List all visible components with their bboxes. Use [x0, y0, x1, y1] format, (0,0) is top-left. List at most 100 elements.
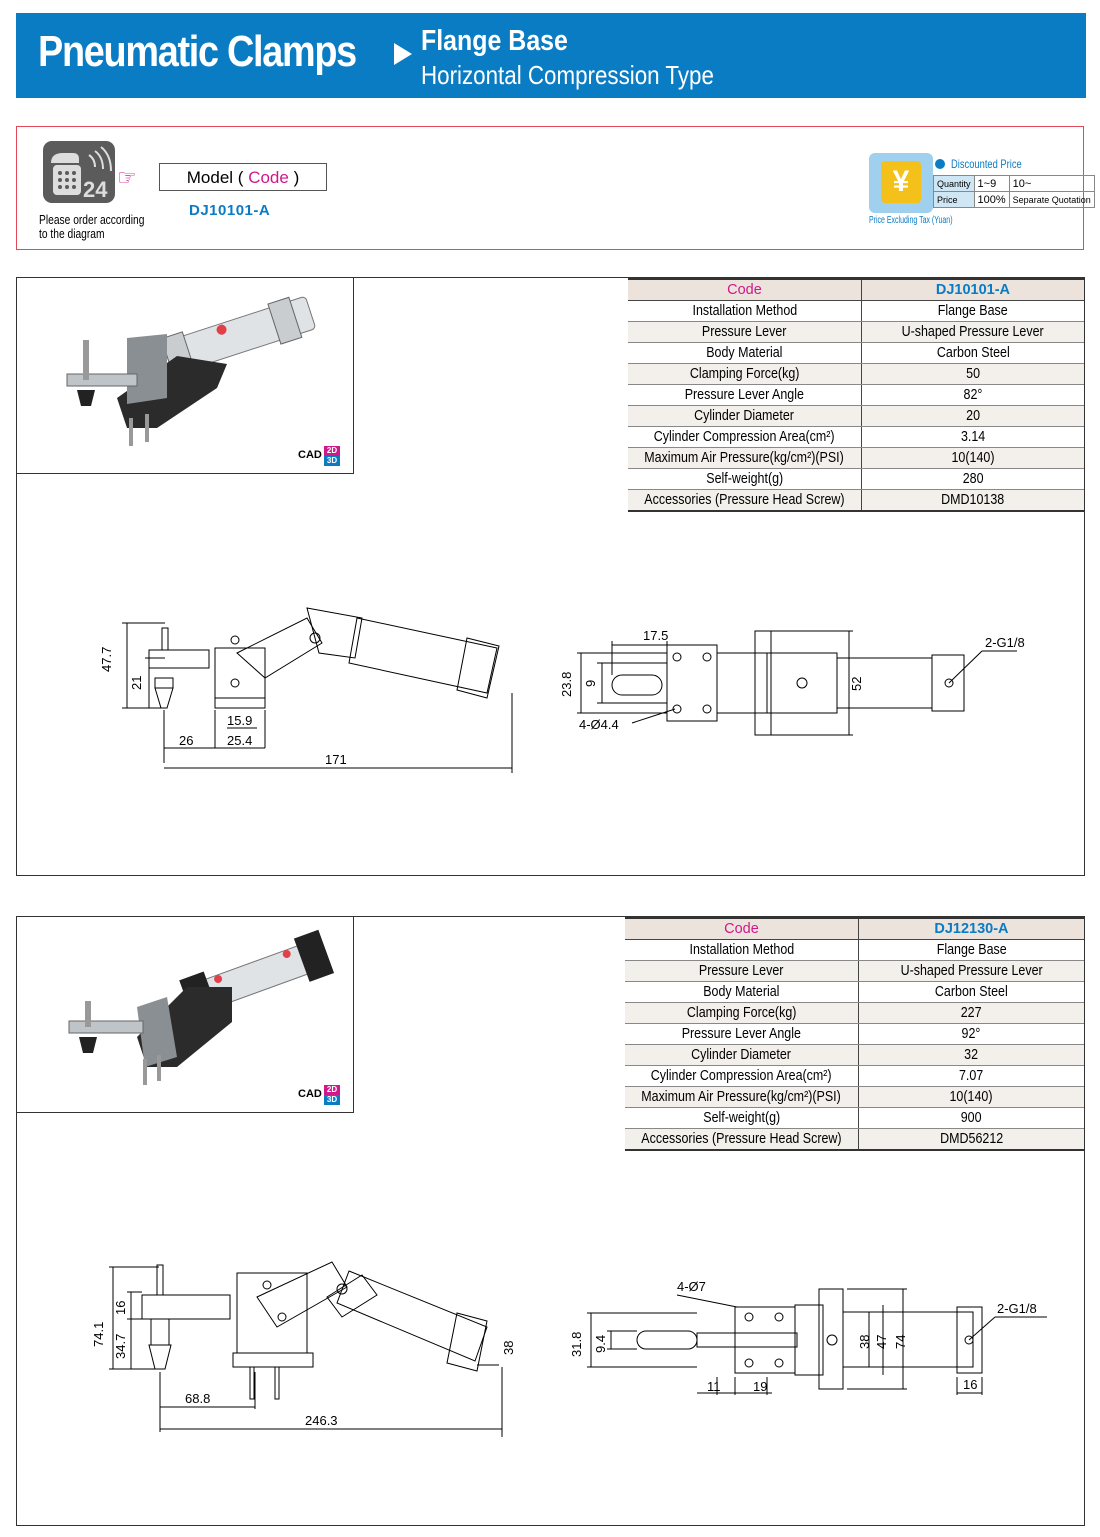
spec-value: U-shaped Pressure Lever [900, 963, 1043, 979]
spec-label: Clamping Force(kg) [686, 1005, 797, 1021]
cad-3d-label: 3D [324, 1095, 340, 1105]
price-label: Price [933, 191, 975, 208]
side-view-drawing-2: 74.1 16 34.7 68.8 38 246.3 [91, 1261, 516, 1437]
dim-label: 9.4 [593, 1335, 608, 1353]
order-note: Please order according to the diagram [39, 213, 144, 241]
spec-value: DMD10138 [941, 492, 1005, 508]
dim-label: 23.8 [559, 672, 574, 697]
page-subtitle-1: Flange Base [421, 25, 568, 57]
yen-symbol: ¥ [881, 161, 921, 203]
dim-label: 2-G1/8 [997, 1301, 1037, 1316]
dim-label: 15.9 [227, 713, 252, 728]
cad-badge-2[interactable]: CAD 2D 3D [298, 1085, 345, 1105]
side-view-drawing-1: 47.7 21 15.9 26 25.4 171 [99, 607, 513, 773]
triangle-arrow-icon [394, 43, 412, 65]
dim-label: 52 [849, 677, 864, 691]
spec-label: Cylinder Diameter [691, 1047, 792, 1063]
discount-label: Discounted Price [951, 157, 1022, 171]
spec-label: Body Material [706, 345, 783, 361]
spec-value: Carbon Steel [935, 984, 1008, 1000]
spec-label: Maximum Air Pressure(kg/cm²)(PSI) [644, 450, 845, 466]
spec-value: 10(140) [949, 1089, 993, 1105]
price-table: Quantity 1~9 10~ Price 100% Separate Quo… [933, 175, 1095, 208]
spec-label: Pressure Lever [702, 324, 787, 340]
dim-label: 16 [963, 1377, 977, 1392]
spec-value: Flange Base [936, 942, 1007, 958]
page-subtitle-2: Horizontal Compression Type [421, 60, 714, 90]
dim-label: 74.1 [91, 1322, 106, 1347]
dim-label: 47 [874, 1335, 889, 1349]
spec-label: Accessories (Pressure Head Screw) [641, 1131, 842, 1147]
page-title: Pneumatic Clamps [38, 27, 357, 76]
spec-value: Flange Base [937, 303, 1008, 319]
spec-value: 3.14 [960, 429, 986, 445]
spec-value: 20 [966, 408, 980, 424]
order-info-box: 24 Please order according to the diagram… [16, 126, 1095, 250]
quantity-label: Quantity [933, 175, 975, 192]
dim-label: 25.4 [227, 733, 252, 748]
dim-label: 68.8 [185, 1391, 210, 1406]
product-panel-1: CAD 2D 3D Code DJ10101-A Installation Me… [16, 277, 1085, 876]
spec-value: 92° [962, 1026, 981, 1042]
model-code-value: DJ10101-A [189, 202, 271, 219]
spec-header-code: DJ12130-A [857, 917, 1084, 940]
model-suffix: ) [293, 168, 300, 187]
spec-header-label: Code [628, 278, 862, 301]
spec-label: Maximum Air Pressure(kg/cm²)(PSI) [641, 1089, 842, 1105]
price-value-2: Separate Quotation [1008, 191, 1095, 208]
top-view-drawing-2: 4-Ø7 31.8 9.4 11 19 38 47 74 2-G1/8 16 [569, 1279, 1047, 1395]
phone-24-label: 24 [83, 177, 108, 202]
spec-label: Clamping Force(kg) [689, 366, 800, 382]
spec-label: Cylinder Diameter [694, 408, 795, 424]
spec-value: U-shaped Pressure Lever [901, 324, 1044, 340]
spec-label: Pressure Lever Angle [684, 387, 805, 403]
order-note-line2: to the diagram [39, 227, 105, 241]
dim-label: 26 [179, 733, 193, 748]
dim-label: 171 [325, 752, 347, 767]
cad-2d-label: 2D [324, 446, 340, 456]
dim-label: 4-Ø7 [677, 1279, 706, 1294]
page-header: Pneumatic Clamps Flange Base Horizontal … [16, 13, 1086, 98]
discount-dot-icon [935, 159, 945, 169]
cad-label: CAD [298, 1088, 322, 1100]
spec-label: Self-weight(g) [702, 1110, 780, 1126]
dim-label: 19 [753, 1379, 767, 1394]
spec-label: Installation Method [692, 303, 797, 319]
spec-label: Body Material [703, 984, 780, 1000]
spec-label: Accessories (Pressure Head Screw) [644, 492, 845, 508]
spec-label: Pressure Lever Angle [681, 1026, 802, 1042]
spec-value: 7.07 [959, 1068, 984, 1084]
top-view-drawing-1: 17.5 23.8 9 4-Ø4.4 52 2-G1/8 [559, 628, 1025, 736]
spec-label: Cylinder Compression Area(cm²) [651, 1068, 832, 1084]
product-panel-2: CAD 2D 3D Code DJ12130-A Installation Me… [16, 916, 1085, 1526]
dim-label: 4-Ø4.4 [579, 717, 619, 732]
quantity-range-1: 1~9 [973, 175, 1010, 192]
order-note-line1: Please order according [39, 213, 145, 227]
dim-label: 34.7 [113, 1334, 128, 1359]
cad-label: CAD [298, 449, 322, 461]
model-code-box: Model ( Code ) [159, 163, 327, 191]
product-photo-2: CAD 2D 3D [17, 917, 354, 1113]
spec-value: Carbon Steel [936, 345, 1010, 361]
spec-value: 227 [961, 1005, 982, 1021]
dim-label: 2-G1/8 [985, 635, 1025, 650]
dim-label: 17.5 [643, 628, 668, 643]
dim-label: 38 [501, 1341, 516, 1355]
dim-label: 31.8 [569, 1332, 584, 1357]
spec-label: Installation Method [689, 942, 794, 958]
dim-label: 21 [129, 676, 144, 690]
price-excluding-tax-note: Price Excluding Tax (Yuan) [869, 215, 953, 226]
dim-label: 9 [583, 680, 598, 687]
spec-value: 82° [963, 387, 983, 403]
pointing-hand-icon: ☞ [117, 165, 137, 190]
spec-label: Pressure Lever [699, 963, 784, 979]
spec-label: Cylinder Compression Area(cm²) [654, 429, 835, 445]
cad-2d-label: 2D [324, 1085, 340, 1095]
dim-label: 16 [113, 1301, 128, 1315]
spec-header-code: DJ10101-A [860, 278, 1084, 301]
cad-badge-1[interactable]: CAD 2D 3D [298, 446, 345, 466]
spec-value: 50 [966, 366, 980, 382]
spec-value: 900 [961, 1110, 982, 1126]
dim-label: 38 [857, 1335, 872, 1349]
